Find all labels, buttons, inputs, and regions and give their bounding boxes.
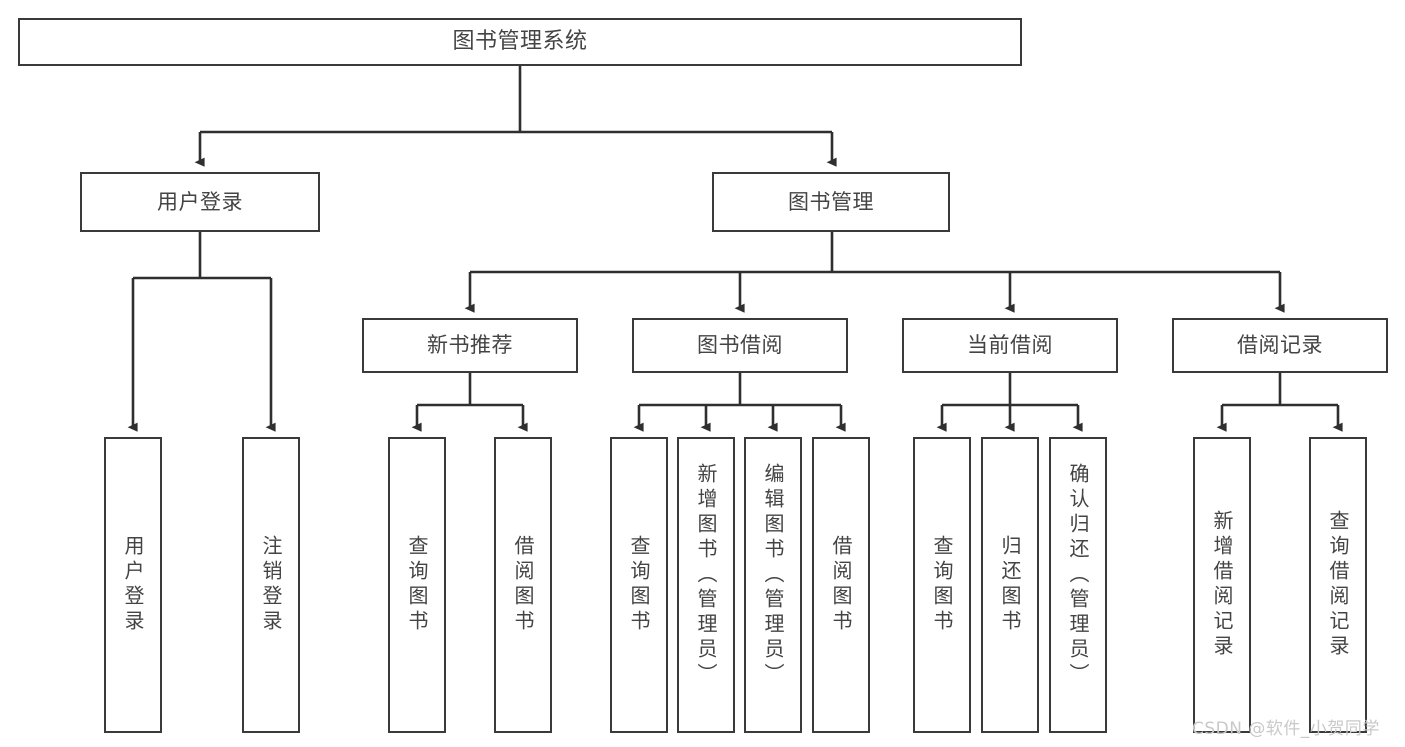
- node-leaf-add-book-admin-label: 新增图书（管理员）: [694, 463, 718, 688]
- node-leaf-query-book-borrow[interactable]: 查询图书: [610, 437, 668, 733]
- node-book-borrow-label: 图书借阅: [697, 333, 783, 358]
- node-leaf-user-login[interactable]: 用户登录: [104, 437, 162, 733]
- node-book-management[interactable]: 图书管理: [712, 172, 950, 232]
- node-current-borrow-label: 当前借阅: [967, 333, 1053, 358]
- node-borrow-record-label: 借阅记录: [1237, 333, 1323, 358]
- node-book-management-label: 图书管理: [788, 189, 874, 214]
- node-leaf-query-book-current[interactable]: 查询图书: [913, 437, 971, 733]
- node-book-borrow[interactable]: 图书借阅: [632, 318, 848, 373]
- node-leaf-borrow-book-borrow-label: 借阅图书: [829, 535, 853, 635]
- node-leaf-confirm-return-admin-label: 确认归还（管理员）: [1066, 463, 1090, 688]
- node-leaf-add-borrow-record[interactable]: 新增借阅记录: [1193, 437, 1251, 733]
- node-leaf-logout[interactable]: 注销登录: [242, 437, 300, 733]
- node-leaf-edit-book-admin[interactable]: 编辑图书（管理员）: [744, 437, 802, 733]
- node-leaf-query-book-current-label: 查询图书: [930, 535, 954, 635]
- node-new-book-recommend[interactable]: 新书推荐: [362, 318, 578, 373]
- node-leaf-edit-book-admin-label: 编辑图书（管理员）: [761, 463, 785, 688]
- csdn-watermark: CSDN @软件_小贺同学: [1192, 719, 1380, 739]
- node-leaf-logout-label: 注销登录: [259, 535, 283, 635]
- node-leaf-confirm-return-admin[interactable]: 确认归还（管理员）: [1049, 437, 1107, 733]
- node-borrow-record[interactable]: 借阅记录: [1172, 318, 1388, 373]
- node-leaf-query-book-newbook-label: 查询图书: [405, 535, 429, 635]
- node-root-book-management-system[interactable]: 图书管理系统: [18, 18, 1022, 66]
- node-leaf-query-book-borrow-label: 查询图书: [627, 535, 651, 635]
- node-user-login-label: 用户登录: [157, 189, 243, 214]
- node-new-book-recommend-label: 新书推荐: [427, 333, 513, 358]
- node-leaf-return-book[interactable]: 归还图书: [981, 437, 1039, 733]
- node-leaf-query-borrow-record[interactable]: 查询借阅记录: [1309, 437, 1367, 733]
- node-leaf-borrow-book-newbook-label: 借阅图书: [511, 535, 535, 635]
- node-leaf-query-borrow-record-label: 查询借阅记录: [1326, 510, 1350, 660]
- node-leaf-return-book-label: 归还图书: [998, 535, 1022, 635]
- node-leaf-query-book-newbook[interactable]: 查询图书: [388, 437, 446, 733]
- node-leaf-add-borrow-record-label: 新增借阅记录: [1210, 510, 1234, 660]
- node-root-label: 图书管理系统: [452, 29, 588, 55]
- node-leaf-borrow-book-borrow[interactable]: 借阅图书: [812, 437, 870, 733]
- node-current-borrow[interactable]: 当前借阅: [902, 318, 1118, 373]
- node-leaf-user-login-label: 用户登录: [121, 535, 145, 635]
- node-leaf-add-book-admin[interactable]: 新增图书（管理员）: [677, 437, 735, 733]
- node-user-login[interactable]: 用户登录: [80, 172, 320, 232]
- node-leaf-borrow-book-newbook[interactable]: 借阅图书: [494, 437, 552, 733]
